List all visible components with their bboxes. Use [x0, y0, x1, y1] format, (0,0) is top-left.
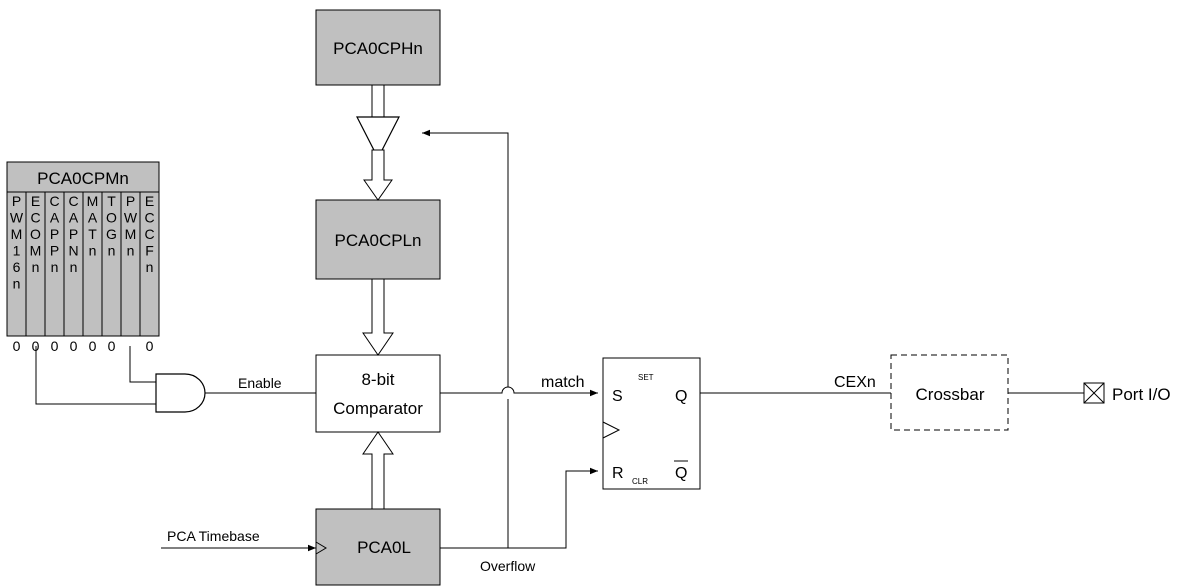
register-bit-name-char: F: [145, 243, 154, 259]
register-bit-name-char: O: [30, 226, 41, 242]
wires: [35, 129, 1084, 552]
pca0cpln-block: PCA0CPLn: [315, 199, 441, 280]
ff-s-label: S: [612, 388, 623, 405]
register-bit-name-char: E: [145, 193, 154, 209]
register-bit-name-char: P: [69, 226, 78, 242]
comparator-label-line2: Comparator: [333, 399, 423, 418]
register-bit-value: 0: [70, 338, 78, 354]
enable-label: Enable: [238, 375, 282, 391]
bus-cpl-to-comparator: [362, 278, 394, 356]
tristate-buffer: [356, 116, 400, 160]
register-bit-name-char: P: [12, 193, 21, 209]
port-pin-icon: [1083, 382, 1105, 404]
register-bit-name-char: C: [30, 210, 40, 226]
register-bit-name-char: A: [88, 210, 98, 226]
cexn-label: CEXn: [834, 374, 876, 391]
register-bit-name-char: P: [50, 243, 59, 259]
port-io-label: Port I/O: [1112, 385, 1171, 404]
ff-q-label: Q: [675, 388, 687, 405]
match-label: match: [541, 374, 585, 391]
register-bit-name-char: W: [10, 210, 24, 226]
register-bit-value: 0: [13, 338, 21, 354]
bus-buffer-to-cpl: [363, 149, 393, 201]
register-bit-name-char: n: [70, 259, 78, 275]
register-bit-cell: [139, 191, 160, 337]
bus-pca0l-to-comparator: [362, 431, 394, 510]
sr-flipflop: S SET Q R CLR Q: [602, 357, 701, 490]
register-bit-value: 0: [89, 338, 97, 354]
register-bit-name-char: C: [49, 193, 59, 209]
register-bit-name-char: M: [87, 193, 99, 209]
register-bit-name-char: G: [106, 226, 117, 242]
register-bit-name-char: E: [31, 193, 40, 209]
overflow-label: Overflow: [480, 558, 536, 574]
register-bit-name-char: M: [125, 226, 137, 242]
register-bit-name-char: n: [89, 243, 97, 259]
ff-r-label: R: [612, 465, 624, 482]
register-bit-name-char: M: [11, 226, 23, 242]
register-bit-name-char: O: [106, 210, 117, 226]
clock-input-icon: [602, 421, 621, 439]
register-bit-cells: PWM16n0ECOMn0CAPPn0CAPNn0MATn0TOGn0PWMnE…: [6, 191, 160, 354]
register-bit-value: 0: [108, 338, 116, 354]
register-bit-name-char: n: [127, 243, 135, 259]
pca0cpln-label: PCA0CPLn: [335, 231, 422, 250]
bus-cph-to-buffer: [371, 84, 385, 118]
comparator-label-line1: 8-bit: [361, 370, 394, 389]
register-bit-value: 0: [146, 338, 154, 354]
register-bit-name-char: T: [107, 193, 116, 209]
ff-qbar-label: Q: [675, 465, 687, 482]
comparator-block: 8-bit Comparator: [315, 354, 441, 433]
register-bit-name-char: M: [30, 243, 42, 259]
register-bit-name-char: C: [68, 193, 78, 209]
register-bit-name-char: A: [69, 210, 79, 226]
register-bit-name-char: n: [146, 259, 154, 275]
register-bit-name-char: P: [126, 193, 135, 209]
crossbar-label: Crossbar: [916, 385, 985, 404]
pca0cphn-block: PCA0CPHn: [315, 9, 441, 86]
register-bit-value: 0: [51, 338, 59, 354]
pca0cpmn-register: PCA0CPMn PWM16n0ECOMn0CAPPn0CAPNn0MATn0T…: [6, 161, 160, 354]
pca0l-label: PCA0L: [357, 538, 411, 557]
register-bit-name-char: 1: [13, 243, 21, 259]
crossbar-block: Crossbar: [890, 354, 1009, 431]
pca0l-block: PCA0L: [315, 508, 441, 586]
register-title: PCA0CPMn: [37, 169, 129, 188]
register-bit-name-char: C: [144, 226, 154, 242]
pca-timebase-label: PCA Timebase: [167, 528, 260, 544]
pca0cphn-label: PCA0CPHn: [333, 39, 423, 58]
register-bit-name-char: T: [88, 226, 97, 242]
clock-edge-icon: [315, 541, 327, 555]
register-bit-name-char: C: [144, 210, 154, 226]
register-bit-name-char: n: [51, 259, 59, 275]
register-bit-name-char: N: [68, 243, 78, 259]
register-bit-name-char: n: [13, 276, 21, 292]
register-bit-name-char: A: [50, 210, 60, 226]
ff-set-label: SET: [638, 373, 654, 382]
register-bit-name-char: n: [108, 243, 116, 259]
register-bit-name-char: P: [50, 226, 59, 242]
register-bit-name-char: 6: [13, 259, 21, 275]
register-bit-name-char: W: [124, 210, 138, 226]
and-gate: [155, 373, 206, 413]
register-bit-name-char: n: [32, 259, 40, 275]
ff-clr-label: CLR: [632, 477, 648, 486]
